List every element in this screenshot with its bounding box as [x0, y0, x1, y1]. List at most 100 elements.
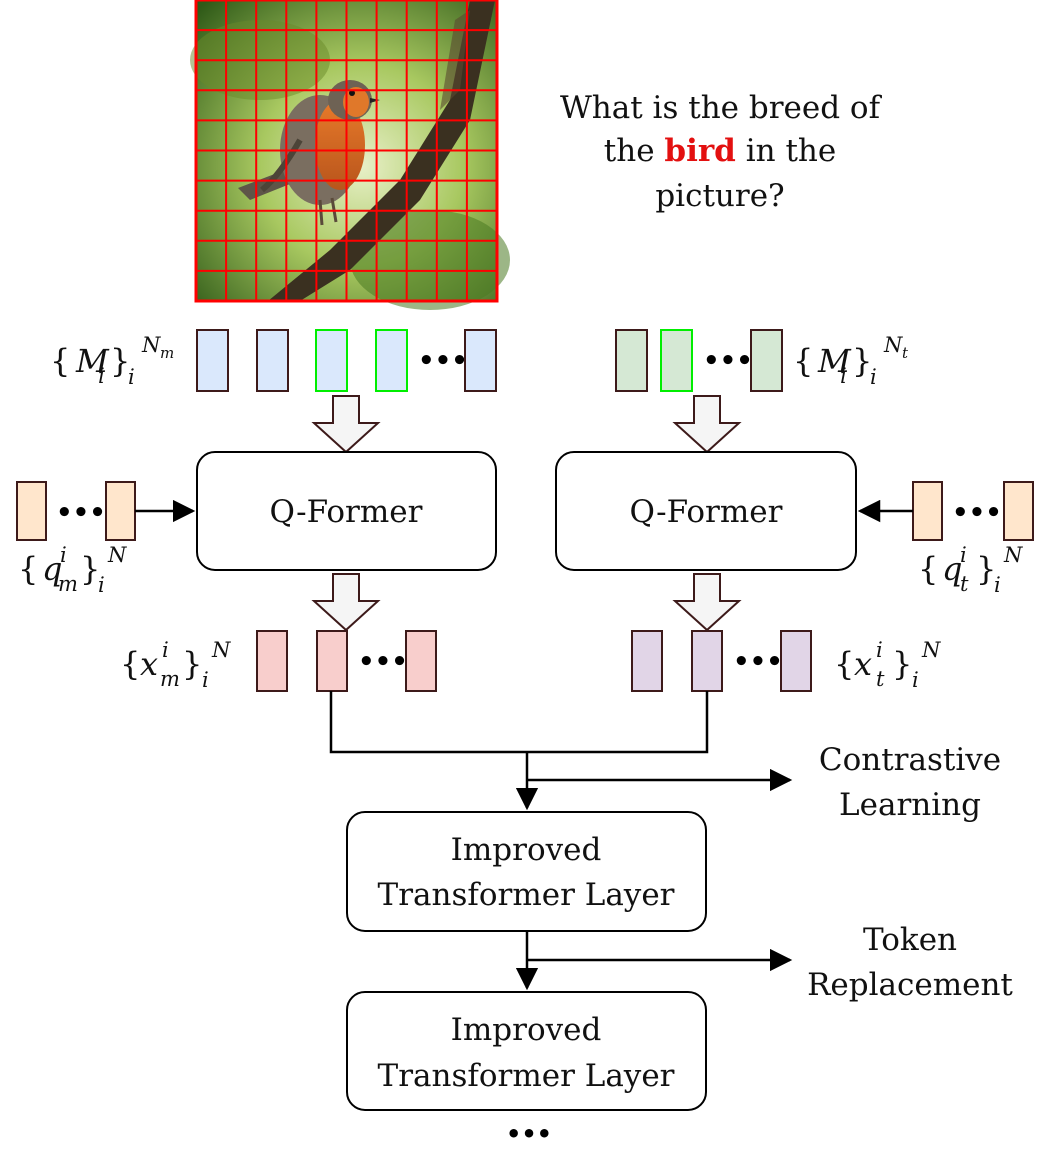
contrastive-label-line-2: Learning	[839, 787, 981, 823]
token-replacement-line-2: Replacement	[807, 967, 1013, 1003]
symbol-q: q	[942, 550, 962, 588]
query-token-right	[912, 481, 943, 541]
brace-close: }	[852, 342, 872, 380]
image-border	[194, 0, 499, 303]
ellipsis: •••	[358, 647, 408, 677]
image-token-label: { M } i i N m	[50, 333, 174, 389]
ellipsis: •••	[952, 498, 1002, 528]
ellipsis: •••	[733, 647, 783, 677]
brace-close: }	[976, 550, 996, 588]
symbol-q: q	[42, 550, 62, 588]
sup-N: N	[921, 638, 941, 662]
sub-i: i	[98, 573, 105, 597]
qformer-right-box	[555, 451, 857, 571]
text-token	[615, 329, 648, 392]
sub-i-inner: i	[840, 364, 847, 388]
improved-1-line-1: Improved	[451, 832, 602, 868]
image-token-selected	[375, 329, 408, 392]
sup-N: N	[1003, 543, 1023, 567]
output-token-left	[256, 630, 288, 692]
right-query-label: { q i t } i N	[918, 543, 1023, 597]
sub-i: i	[128, 365, 135, 389]
sub-i: i	[202, 668, 209, 692]
qformer-right-label: Q-Former	[630, 494, 783, 530]
contrastive-label-line-1: Contrastive	[819, 742, 1001, 778]
question-text: What is the breed of the bird in the pic…	[560, 90, 883, 214]
output-token-left	[316, 630, 348, 692]
question-line-3: picture?	[655, 178, 784, 214]
sup-N: N	[107, 543, 127, 567]
brace-close: }	[110, 342, 130, 380]
hollow-arrow-down	[672, 395, 742, 454]
brace-open: {	[120, 645, 140, 683]
sub-m: m	[160, 667, 180, 691]
brace-open: {	[50, 342, 70, 380]
merge-connector	[329, 691, 709, 754]
text-token-label: { M } i i N t	[793, 333, 909, 389]
patch-grid	[196, 0, 497, 301]
question-line-2: the bird in the	[604, 133, 836, 169]
brace-close: }	[80, 550, 100, 588]
brace-close: }	[892, 645, 912, 683]
brace-open: {	[834, 645, 854, 683]
ellipsis: •••	[418, 346, 468, 376]
sup-i: i	[162, 638, 169, 662]
qformer-left-box	[196, 451, 497, 571]
image-token	[464, 329, 497, 392]
bird-image	[190, 0, 510, 310]
question-highlight-word: bird	[664, 133, 735, 169]
image-token	[256, 329, 289, 392]
text-token-selected	[660, 329, 693, 392]
improved-transformer-layer-2	[346, 991, 707, 1111]
symbol-M: M	[817, 342, 852, 380]
left-output-label: { x i m } i N	[120, 638, 231, 692]
sup-N: N	[883, 333, 903, 357]
query-token-left	[16, 481, 47, 541]
qformer-left-label: Q-Former	[270, 494, 423, 530]
ellipsis: •••	[56, 498, 106, 528]
sub-i-inner: i	[98, 364, 105, 388]
sub-i: i	[994, 573, 1001, 597]
question-line-2-post: in the	[736, 133, 836, 169]
sub-m: m	[58, 572, 78, 596]
hollow-arrow-down	[311, 395, 381, 454]
query-token-right	[1003, 481, 1034, 541]
right-output-label: { x i t } i N	[834, 638, 941, 692]
token-replacement-line-1: Token	[863, 922, 957, 958]
sub-t: t	[960, 572, 969, 596]
brace-open: {	[18, 550, 38, 588]
hollow-arrow-down	[672, 573, 742, 632]
hollow-arrow-down	[311, 573, 381, 632]
sub-t: t	[876, 667, 885, 691]
left-query-label: { q i m } i N	[18, 543, 127, 597]
question-line-1: What is the breed of	[560, 90, 883, 126]
ellipsis: •••	[703, 346, 753, 376]
sup-i: i	[876, 638, 883, 662]
improved-2-line-2: Transformer Layer	[378, 1058, 675, 1094]
image-token-selected	[315, 329, 348, 392]
improved-2-line-1: Improved	[451, 1012, 602, 1048]
symbol-x: x	[140, 645, 158, 683]
sup-N: N	[211, 638, 231, 662]
sup-i: i	[960, 543, 967, 567]
text-token	[750, 329, 783, 392]
output-token-right	[691, 630, 723, 692]
improved-1-line-2: Transformer Layer	[378, 877, 675, 913]
question-line-2-pre: the	[604, 133, 665, 169]
output-token-left	[405, 630, 437, 692]
output-token-right	[631, 630, 663, 692]
output-token-right	[780, 630, 812, 692]
symbol-M: M	[75, 342, 110, 380]
sup-N: N	[141, 333, 161, 357]
sub-i: i	[870, 365, 877, 389]
brace-close: }	[182, 645, 202, 683]
image-token	[196, 329, 229, 392]
sub-i: i	[912, 668, 919, 692]
brace-open: {	[918, 550, 938, 588]
improved-transformer-layer-1	[346, 811, 707, 932]
continuation-ellipsis: •••	[506, 1120, 552, 1148]
brace-open: {	[793, 342, 813, 380]
sup-sub-m: m	[160, 344, 174, 362]
